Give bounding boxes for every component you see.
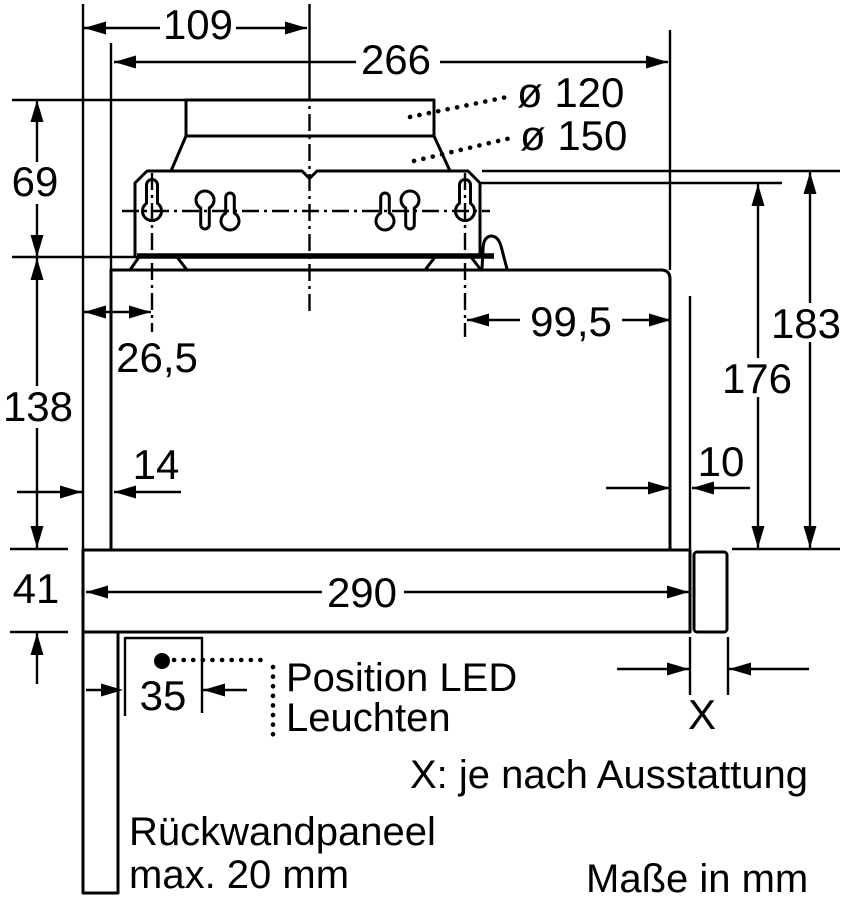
mounting-plate: [133, 169, 482, 256]
plate-foot-right: [423, 255, 483, 271]
extension-lines: [10, 4, 840, 716]
arrow-99-5-left: [467, 313, 489, 327]
arrow-290-right: [667, 585, 689, 599]
led-note-line2: Leuchten: [286, 696, 451, 740]
arrow-41-bottom: [30, 633, 44, 655]
arrow-26-5-left: [84, 305, 106, 319]
dim-138-label: 138: [3, 383, 73, 430]
arrow-x-left: [667, 662, 689, 676]
keyhole-slot-left-a: [194, 189, 216, 231]
dim-290-label: 290: [327, 569, 397, 616]
dim-176-label: 176: [722, 355, 792, 402]
annotation-labels: Position LED Leuchten X: je nach Ausstat…: [129, 656, 808, 900]
keyhole-slot-left-b: [219, 191, 241, 232]
side-trim-box: [692, 550, 729, 634]
dim-26-5-label: 26,5: [116, 334, 198, 381]
arrow-183-top: [803, 172, 817, 194]
arrow-266-left: [114, 55, 136, 69]
units-note: Maße in mm: [586, 857, 808, 900]
arrow-138-top: [30, 258, 44, 280]
arrow-35-right: [203, 683, 225, 697]
duct-collar: [184, 98, 436, 138]
visor-panel: [81, 548, 692, 634]
dim-99-5-label: 99,5: [530, 298, 612, 345]
plate-foot-left: [128, 255, 189, 271]
arrow-14-left: [60, 485, 82, 499]
dim-diameter-120-label: ø 120: [517, 69, 624, 116]
arrow-290-left: [86, 585, 108, 599]
back-wall-panel: [81, 632, 120, 895]
x-note: X: je nach Ausstattung: [410, 753, 808, 797]
dim-41-label: 41: [13, 565, 60, 612]
arrow-183-bottom: [803, 526, 817, 548]
arrow-35-left: [101, 683, 123, 697]
led-position-dot: [154, 653, 170, 669]
arrow-14-right: [114, 485, 136, 499]
arrowheads: [30, 21, 817, 697]
keyhole-slot-right-b: [399, 189, 421, 231]
arrow-26-5-right: [129, 305, 151, 319]
keyhole-slot-outer-right: [454, 178, 476, 222]
arrow-176-top: [751, 184, 765, 206]
dim-109-label: 109: [163, 1, 233, 48]
duct-adapter-left-slope: [169, 135, 188, 172]
arrow-109-right: [285, 21, 307, 35]
arrow-109-left: [84, 21, 106, 35]
leader-diameter-150: [411, 134, 518, 164]
dim-10-label: 10: [698, 438, 745, 485]
dim-14-label: 14: [133, 441, 180, 488]
arrow-69-bottom: [30, 235, 44, 257]
dim-x-label: X: [688, 691, 716, 738]
dim-266-label: 266: [361, 36, 431, 83]
arrow-10-right: [692, 481, 714, 495]
dim-35-label: 35: [140, 672, 187, 719]
arrow-99-5-right: [649, 313, 671, 327]
arrow-10-left: [648, 481, 670, 495]
back-panel-note-line1: Rückwandpaneel: [129, 810, 436, 854]
back-panel-note-line2: max. 20 mm: [129, 853, 349, 897]
keyhole-slot-outer-left: [141, 178, 163, 222]
dim-69-label: 69: [12, 158, 59, 205]
arrow-176-bottom: [751, 526, 765, 548]
keyhole-slot-right-a: [374, 191, 396, 232]
arrow-x-right: [729, 662, 751, 676]
led-note-line1: Position LED: [286, 656, 517, 700]
arrow-138-bottom: [30, 526, 44, 548]
dim-183-label: 183: [771, 300, 841, 347]
hood-body: [109, 268, 672, 550]
dim-diameter-150-label: ø 150: [520, 112, 627, 159]
spring-clip: [480, 234, 509, 270]
hood-object: [81, 98, 729, 895]
dimension-labels: 109 266 ø 120 ø 150 69 26,5 99,5 183 176…: [3, 1, 841, 738]
leader-diameter-120: [407, 93, 515, 120]
arrow-266-right: [646, 55, 668, 69]
arrow-69-top: [30, 100, 44, 122]
leader-lines: [154, 93, 518, 745]
